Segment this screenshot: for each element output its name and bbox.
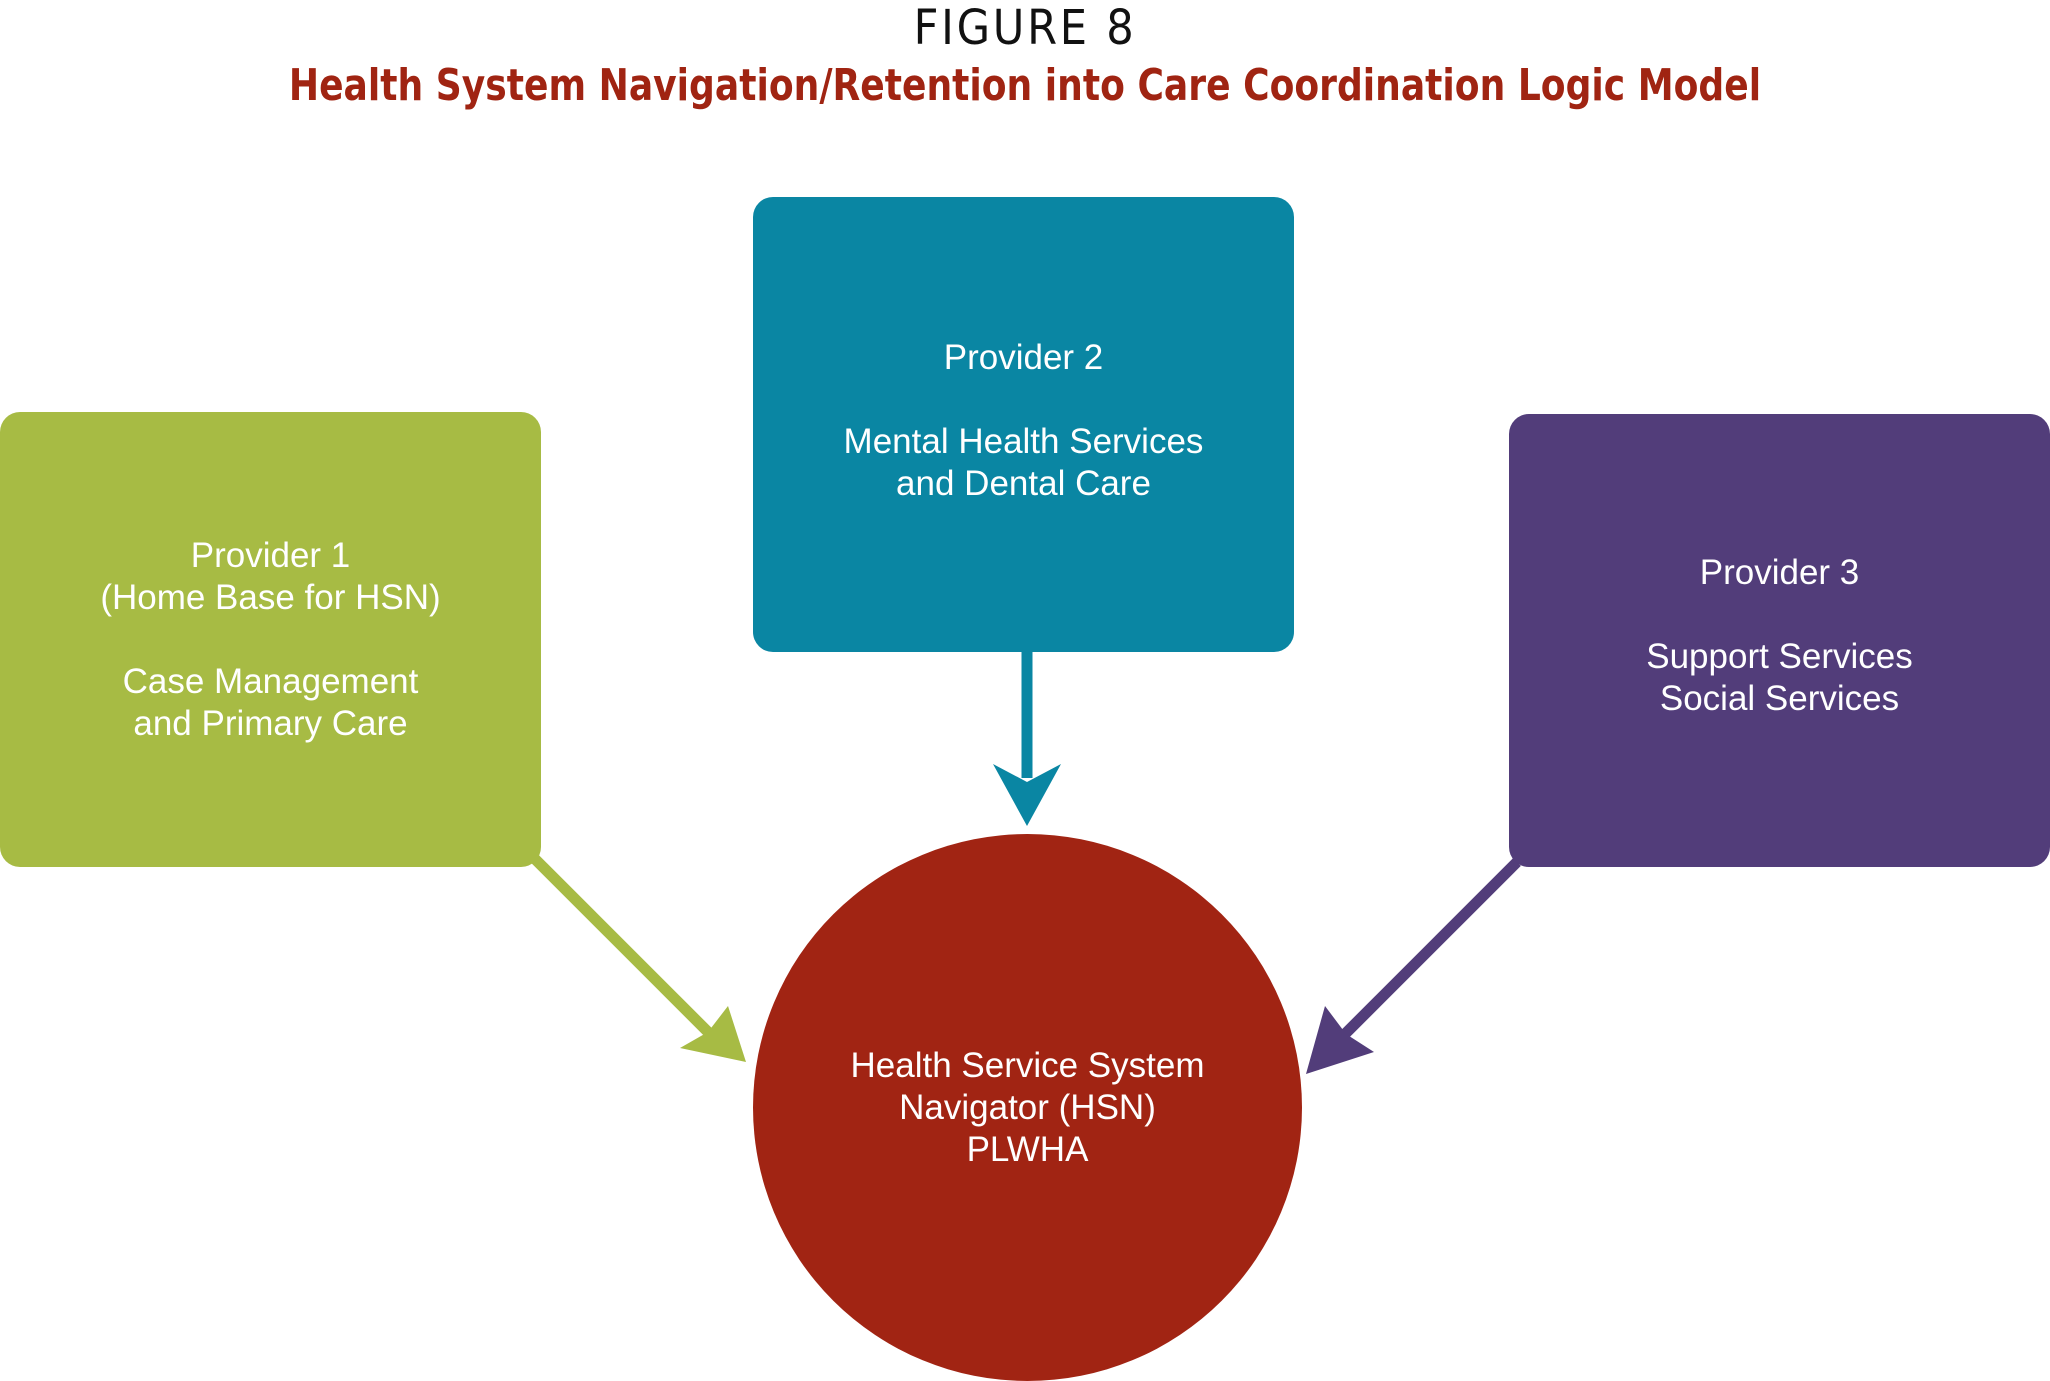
center-line-3: PLWHA: [966, 1129, 1089, 1169]
provider-3-name: Provider 3: [1699, 553, 1860, 592]
arrow-provider-1: [530, 854, 716, 1040]
provider-2-service-line-1: Mental Health Services: [843, 422, 1204, 461]
provider-3-service-line-1: Support Services: [1646, 637, 1913, 676]
provider-1-service-line-2: and Primary Care: [133, 703, 408, 743]
provider-3-service-line-2: Social Services: [1659, 679, 1900, 718]
provider-1-subtitle: (Home Base for HSN): [100, 577, 441, 617]
provider-1-name: Provider 1: [190, 535, 351, 575]
arrowhead-provider-3: [1306, 1006, 1374, 1074]
figure-label: FIGURE 8: [913, 0, 1137, 56]
arrowhead-provider-1: [680, 1006, 746, 1062]
provider-1-box: Provider 1 (Home Base for HSN) Case Mana…: [0, 412, 541, 867]
center-line-1: Health Service System: [850, 1045, 1205, 1085]
arrowhead-provider-2: [993, 764, 1061, 826]
provider-2-box: Provider 2 Mental Health Services and De…: [753, 197, 1294, 652]
provider-3-box: Provider 3 Support Services Social Servi…: [1509, 414, 2050, 867]
figure-title: Health System Navigation/Retention into …: [288, 60, 1762, 111]
arrow-provider-3: [1338, 858, 1521, 1041]
provider-2-name: Provider 2: [943, 338, 1104, 377]
center-line-2: Navigator (HSN): [899, 1087, 1156, 1127]
hsn-center-circle: Health Service System Navigator (HSN) PL…: [753, 834, 1302, 1381]
provider-1-service-line-1: Case Management: [122, 661, 419, 701]
provider-2-service-line-2: and Dental Care: [896, 464, 1151, 503]
